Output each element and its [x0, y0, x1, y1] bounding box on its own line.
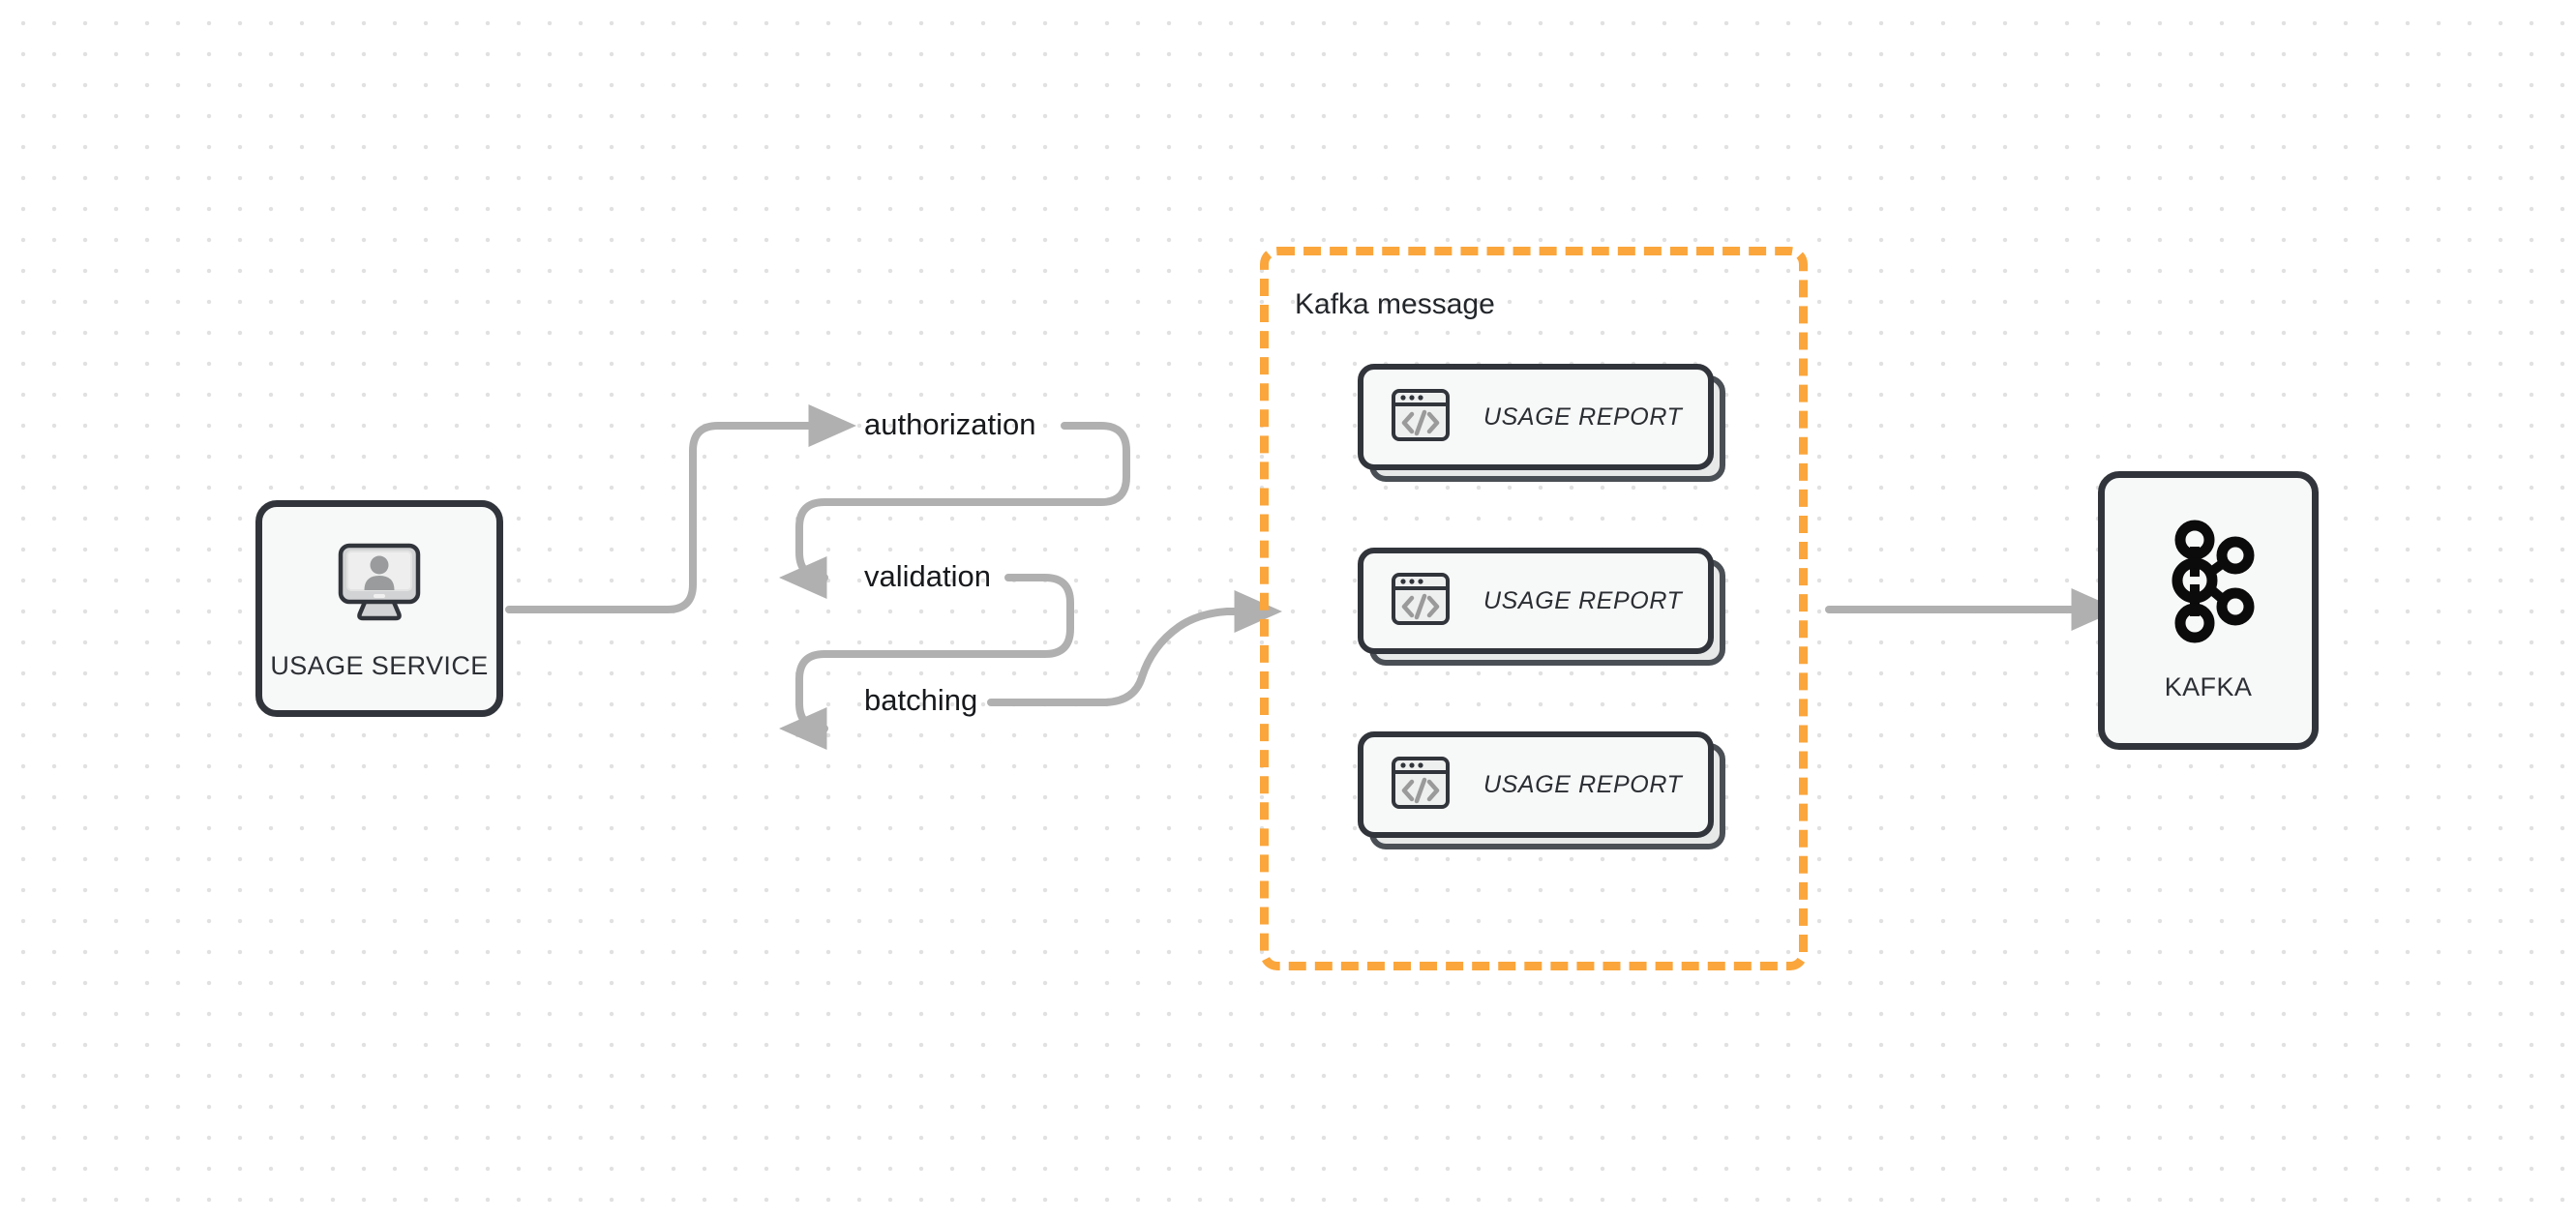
- edge-batching-to-kafka-message: [987, 590, 1282, 706]
- node-usage-service-label: USAGE SERVICE: [270, 651, 489, 680]
- step-label-authorization: authorization: [864, 407, 1036, 441]
- usage-report-card-front: USAGE REPORT: [1358, 731, 1714, 838]
- code-window-icon: [1391, 385, 1451, 450]
- group-kafka-message: [1260, 247, 1808, 970]
- usage-report-card[interactable]: USAGE REPORT: [1358, 364, 1725, 482]
- usage-report-card-label: USAGE REPORT: [1483, 402, 1683, 431]
- code-window-icon: [1391, 753, 1451, 818]
- code-window-icon: [1391, 569, 1451, 634]
- node-usage-service[interactable]: USAGE SERVICE: [255, 500, 503, 717]
- monitor-user-icon: [327, 536, 432, 634]
- usage-report-card-label: USAGE REPORT: [1483, 770, 1683, 798]
- usage-report-card[interactable]: USAGE REPORT: [1358, 731, 1725, 849]
- usage-report-card[interactable]: USAGE REPORT: [1358, 548, 1725, 666]
- group-kafka-message-title: Kafka message: [1295, 288, 1495, 320]
- edge-authorization-to-validation: [779, 422, 1130, 599]
- usage-report-card-label: USAGE REPORT: [1483, 586, 1683, 614]
- node-kafka[interactable]: KAFKA: [2098, 471, 2319, 750]
- node-kafka-label: KAFKA: [2164, 672, 2253, 701]
- usage-report-card-front: USAGE REPORT: [1358, 364, 1714, 470]
- step-label-batching: batching: [864, 683, 978, 717]
- usage-report-card-front: USAGE REPORT: [1358, 548, 1714, 654]
- kafka-logo-icon: [2156, 519, 2261, 649]
- edge-usage-service-to-authorization: [505, 404, 856, 613]
- step-label-validation: validation: [864, 559, 991, 593]
